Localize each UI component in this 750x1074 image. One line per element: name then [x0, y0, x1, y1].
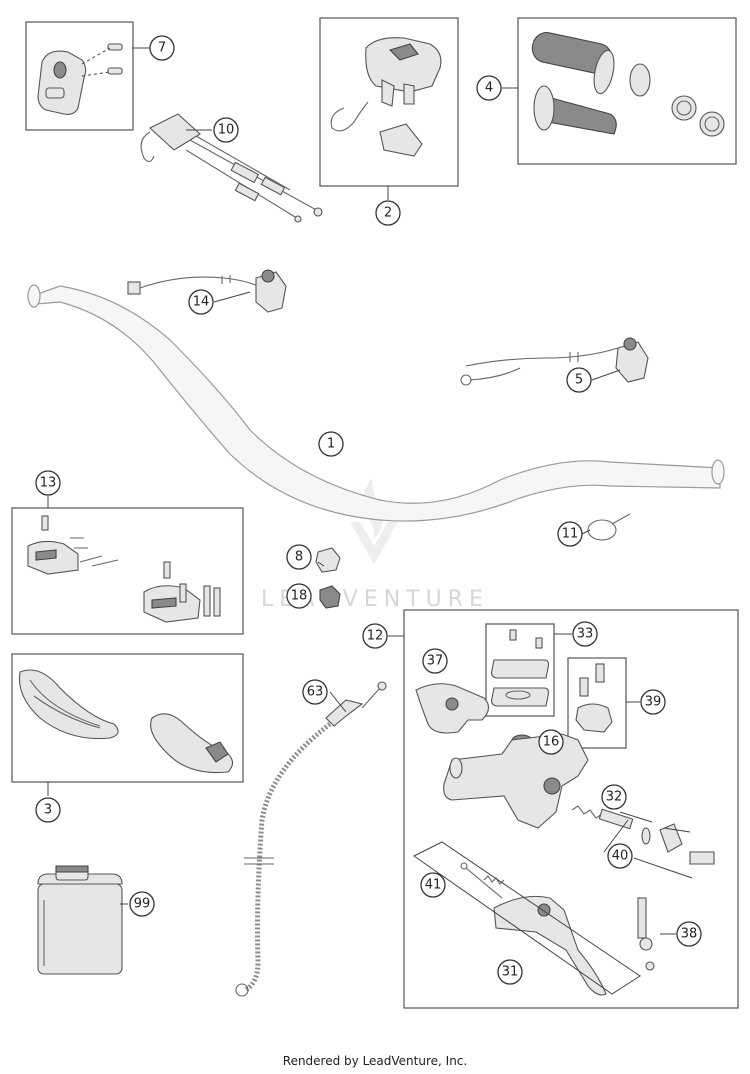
cable-tie-part [587, 513, 631, 541]
light-switch-part [460, 337, 649, 386]
box-part-7 [25, 21, 134, 131]
box-part-39 [567, 657, 627, 749]
svg-text:12: 12 [367, 629, 384, 644]
svg-text:37: 37 [427, 654, 444, 669]
svg-text:5: 5 [575, 373, 583, 388]
callout-2: 2 [375, 200, 401, 226]
callout-13: 13 [35, 470, 61, 496]
callout-41: 41 [420, 872, 446, 898]
svg-text:39: 39 [645, 695, 662, 710]
clip-part-18 [319, 585, 341, 609]
hand-guards-part [18, 669, 234, 774]
callout-11: 11 [557, 521, 583, 547]
callout-99: 99 [129, 891, 155, 917]
kill-switch-part [127, 269, 287, 313]
master-cylinder-part [413, 629, 715, 996]
svg-text:10: 10 [218, 123, 235, 138]
svg-text:41: 41 [425, 878, 442, 893]
svg-text:7: 7 [158, 41, 166, 56]
callout-3: 3 [35, 797, 61, 823]
callout-39: 39 [640, 689, 666, 715]
callout-40: 40 [607, 843, 633, 869]
svg-text:32: 32 [606, 790, 623, 805]
throttle-cables-part [140, 113, 323, 223]
parts-diagram: LEADVENTURE [11, 17, 739, 1009]
svg-text:3: 3 [44, 803, 52, 818]
svg-text:63: 63 [307, 685, 324, 700]
svg-text:2: 2 [384, 206, 392, 221]
grips-part [531, 32, 725, 137]
callout-12: 12 [362, 623, 388, 649]
clip-part-8 [315, 547, 341, 573]
svg-text:4: 4 [485, 81, 493, 96]
throttle-cover-part [330, 37, 442, 157]
box-part-12 [403, 609, 739, 1009]
svg-text:16: 16 [543, 735, 560, 750]
svg-text:40: 40 [612, 849, 629, 864]
svg-text:99: 99 [134, 897, 151, 912]
svg-text:33: 33 [577, 627, 594, 642]
box-part-33 [485, 623, 555, 717]
svg-text:38: 38 [681, 927, 698, 942]
callout-37: 37 [422, 648, 448, 674]
box-part-3 [11, 653, 244, 783]
callout-32: 32 [601, 784, 627, 810]
callout-14: 14 [188, 289, 214, 315]
svg-text:31: 31 [502, 965, 519, 980]
footer-credit: Rendered by LeadVenture, Inc. [282, 1054, 468, 1068]
box-part-2 [319, 17, 459, 187]
bar-clamps-part [27, 515, 221, 623]
svg-text:8: 8 [295, 550, 303, 565]
callout-33: 33 [572, 621, 598, 647]
callout-31: 31 [497, 959, 523, 985]
callout-18: 18 [286, 583, 312, 609]
svg-text:18: 18 [291, 589, 308, 604]
callout-10: 10 [213, 117, 239, 143]
callout-1: 1 [318, 431, 344, 457]
callout-38: 38 [676, 921, 702, 947]
svg-text:1: 1 [327, 437, 335, 452]
svg-text:13: 13 [40, 476, 57, 491]
brake-fluid-can-part [37, 865, 123, 975]
switch-housing-part [37, 43, 123, 115]
svg-text:11: 11 [562, 527, 579, 542]
callout-5: 5 [566, 367, 592, 393]
svg-text:14: 14 [193, 295, 210, 310]
brake-line-part [235, 681, 387, 997]
callout-4: 4 [476, 75, 502, 101]
callout-63: 63 [302, 679, 328, 705]
handlebar-part [27, 284, 725, 522]
callout-7: 7 [149, 35, 175, 61]
callout-8: 8 [286, 544, 312, 570]
leader-lines [47, 47, 693, 935]
box-part-13 [11, 507, 244, 635]
callout-16: 16 [538, 729, 564, 755]
box-part-4 [517, 17, 737, 165]
